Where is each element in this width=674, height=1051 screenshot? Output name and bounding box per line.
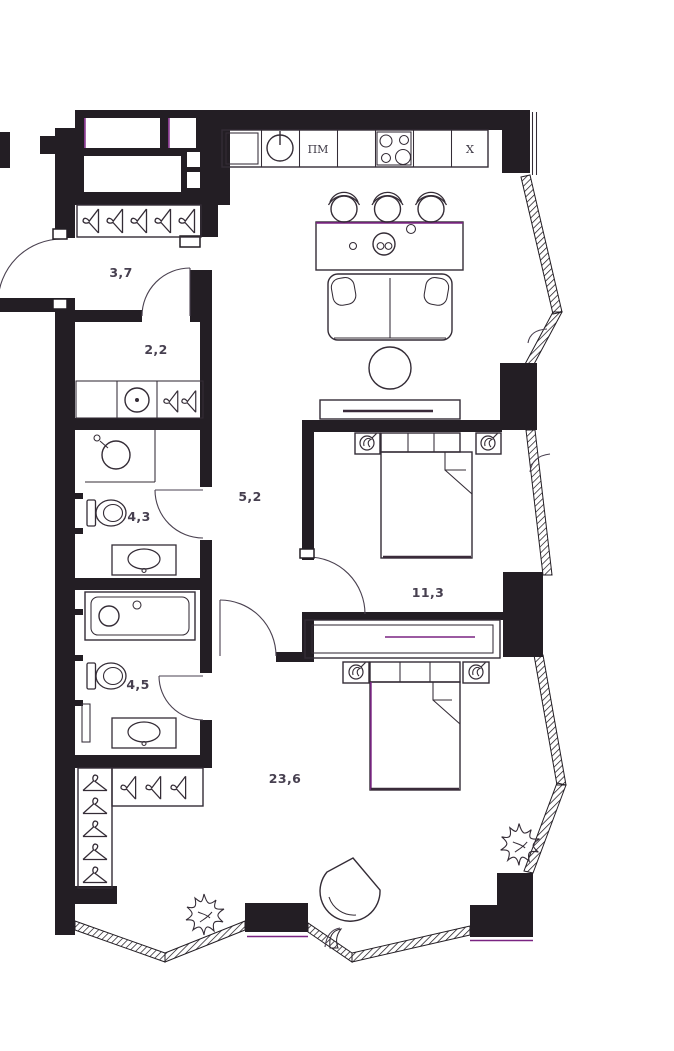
bar-stool-icon xyxy=(327,191,361,223)
coat-hanger-icon xyxy=(82,797,108,815)
armchair-icon xyxy=(319,857,381,922)
bathtub-icon xyxy=(84,591,196,641)
nightstand-lamp-icon xyxy=(348,661,367,680)
washing-machine-icon xyxy=(124,387,150,413)
bar-stool-icon xyxy=(414,191,448,223)
coffee-table-icon xyxy=(368,346,412,390)
coat-hanger-icon xyxy=(130,208,148,234)
door-jamb xyxy=(52,228,68,240)
room-label-laundry: 2,2 xyxy=(144,342,167,357)
bar-stool-icon xyxy=(371,191,404,223)
doors xyxy=(0,228,366,721)
pier xyxy=(502,110,530,173)
left-wall-upper xyxy=(55,128,75,238)
kitchen-left-wall xyxy=(200,130,218,237)
bar-stools xyxy=(327,191,448,223)
entry-closet xyxy=(76,204,202,238)
bathroom-sink-icon xyxy=(111,544,177,576)
coat-hanger-icon xyxy=(82,820,108,838)
double-bed-icon xyxy=(354,432,502,559)
walk-in-closet xyxy=(77,767,204,889)
window-band xyxy=(533,654,567,786)
window-vent-arc xyxy=(529,453,551,473)
coat-hanger-icon xyxy=(178,208,196,234)
kitchen-counter: ПМ Х xyxy=(221,129,489,168)
pier xyxy=(470,873,533,937)
coat-hanger-icon xyxy=(120,775,137,800)
pier xyxy=(245,903,308,932)
nightstand-lamp-icon xyxy=(480,432,499,451)
door-jamb xyxy=(52,298,68,310)
basin-icon xyxy=(101,440,131,470)
window-band xyxy=(164,920,246,963)
bedroom-top-wall xyxy=(302,420,502,432)
coat-hanger-icon xyxy=(154,208,172,234)
kitchen-island xyxy=(315,221,464,271)
bathroom1-door-arc xyxy=(154,489,204,539)
door-jamb xyxy=(299,548,315,559)
bathroom2-door-arc xyxy=(158,675,204,721)
coat-hanger-icon xyxy=(82,774,108,792)
tv-stand-icon xyxy=(319,399,461,420)
nightstand-lamp-icon xyxy=(359,432,378,451)
dishwasher-label: ПМ xyxy=(308,143,329,156)
coat-hanger-icon xyxy=(145,775,162,800)
window-vent-arc xyxy=(527,328,548,344)
laundry-room xyxy=(75,380,204,419)
pier xyxy=(503,572,543,657)
entry-side-wall xyxy=(0,298,55,312)
window-vent-arc xyxy=(324,927,341,948)
window-band xyxy=(523,782,567,874)
island-sink-icon xyxy=(372,232,396,256)
walls xyxy=(0,110,543,937)
living-door-arc xyxy=(219,599,277,657)
sprout-icon xyxy=(329,928,343,949)
laundry-door-arc xyxy=(141,267,191,317)
coat-hanger-icon xyxy=(82,866,108,884)
room-label-hallway: 3,7 xyxy=(109,265,132,280)
bathroom-sink-icon xyxy=(111,717,177,749)
sofa-icon xyxy=(327,273,453,341)
toilet-icon xyxy=(86,499,127,527)
bathroom-1 xyxy=(75,430,177,576)
toilet-icon xyxy=(86,662,127,690)
room-label-bedroom: 11,3 xyxy=(412,585,444,600)
coat-hanger-icon xyxy=(106,208,124,234)
towel-rail xyxy=(81,703,91,743)
coat-hanger-icon xyxy=(82,208,100,234)
window-band xyxy=(525,429,553,576)
kitchen-sink-icon xyxy=(266,131,294,162)
coat-hanger-icon xyxy=(82,843,108,861)
room-label-bathroom-2: 4,5 xyxy=(126,677,149,692)
room-label-corridor: 5,2 xyxy=(238,489,261,504)
door-jamb xyxy=(179,235,201,248)
left-wall-main xyxy=(55,298,75,935)
wardrobe-icon xyxy=(304,619,501,659)
double-bed-icon xyxy=(342,661,490,791)
room-divider-wall xyxy=(302,612,503,620)
room-label-living-kitchen: 23,6 xyxy=(269,771,301,786)
window-band xyxy=(351,925,471,963)
window-band xyxy=(520,174,563,315)
pier xyxy=(500,363,537,430)
room-labels: 3,7 2,2 5,2 4,3 11,3 4,5 23,6 xyxy=(109,265,444,786)
coat-hanger-icon xyxy=(170,775,187,800)
bedroom-door-arc xyxy=(307,556,366,615)
window-bands xyxy=(74,112,567,963)
fridge-label: Х xyxy=(466,142,475,156)
nightstand-lamp-icon xyxy=(468,661,487,680)
window-band xyxy=(74,920,166,963)
base-cabinet xyxy=(225,132,259,165)
stove-icon xyxy=(376,131,412,166)
window-band xyxy=(523,311,563,367)
plant-icon xyxy=(185,893,225,936)
coat-hanger-icon xyxy=(163,390,179,413)
room-label-bathroom-1: 4,3 xyxy=(127,509,150,524)
coat-hanger-icon xyxy=(181,390,197,413)
bathroom-2 xyxy=(75,591,196,749)
entry-door-arc xyxy=(0,238,63,290)
